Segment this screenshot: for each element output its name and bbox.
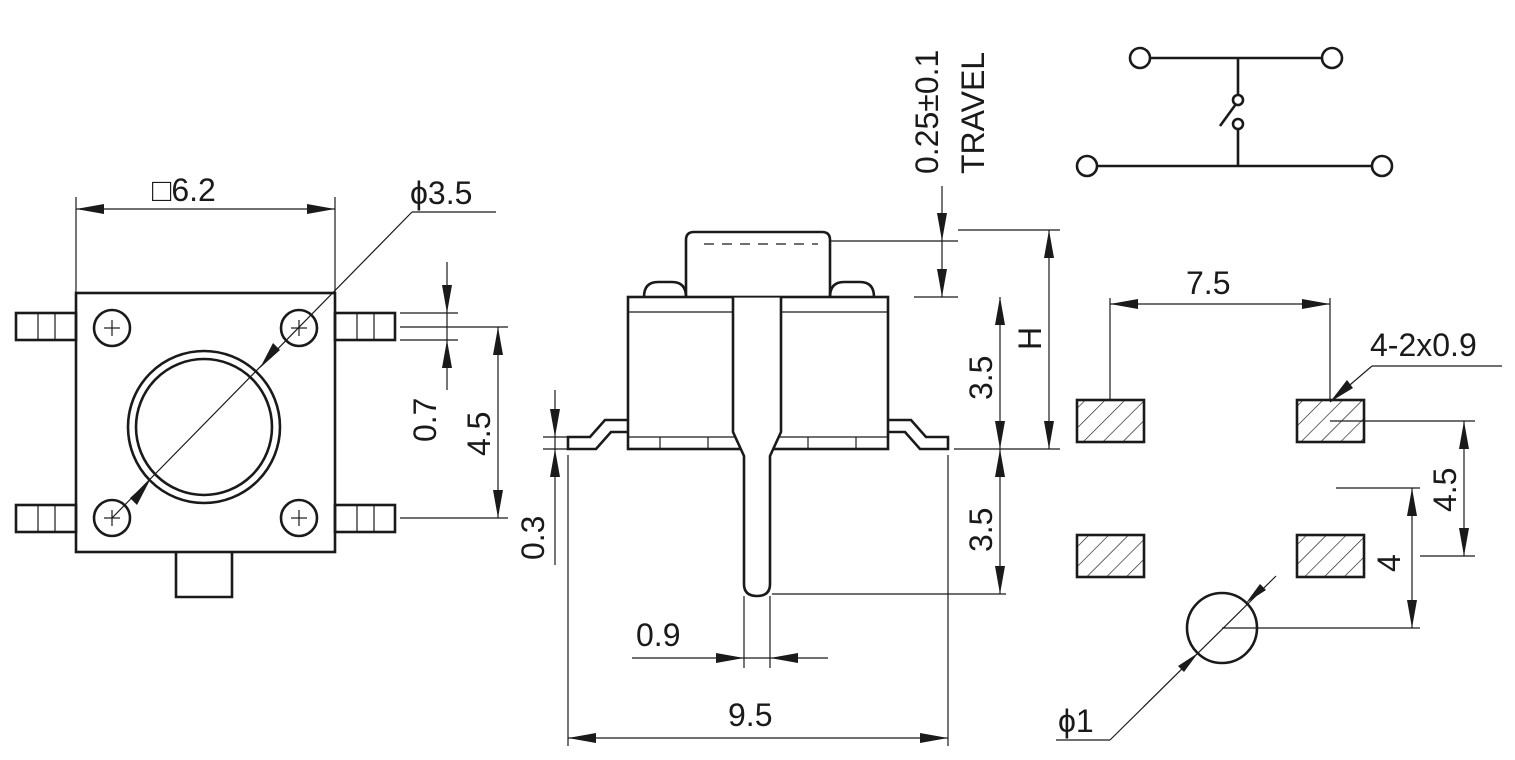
travel-word-label: TRAVEL xyxy=(955,52,991,174)
right-gullwing-lead xyxy=(888,418,950,451)
pad-pitch-label: 4.5 xyxy=(1427,468,1463,512)
pad-size-label: 4-2x0.9 xyxy=(1370,327,1477,363)
pad-top-left xyxy=(1075,398,1146,444)
hole-offset-label: 4 xyxy=(1371,554,1407,572)
plunger xyxy=(684,230,832,297)
bottom-tab xyxy=(174,552,234,599)
switch-schematic xyxy=(1075,46,1394,178)
side-leads xyxy=(14,311,397,534)
lead-width-label: 0.7 xyxy=(407,398,443,442)
body-height-label: 3.5 xyxy=(963,356,999,400)
actuator-button-inner xyxy=(134,357,274,497)
lead-thickness-label: 0.3 xyxy=(515,516,551,560)
pad-spacing-label: 7.5 xyxy=(1186,265,1230,301)
pin-length-label: 3.5 xyxy=(963,508,999,552)
height-var-label: H xyxy=(1012,327,1048,350)
button-diameter-label: ϕ3.5 xyxy=(410,175,472,211)
pcb-footprint: 7.5 4-2x0.9 4.5 4 ϕ1 xyxy=(1056,265,1502,741)
body-square-label: □6.2 xyxy=(152,172,216,208)
top-view: □6.2 ϕ3.5 0.7 4.5 xyxy=(14,172,508,599)
pin-width-label: 0.9 xyxy=(636,617,680,653)
travel-value-label: 0.25±0.1 xyxy=(909,50,945,174)
hole-diameter-label: ϕ1 xyxy=(1058,703,1094,739)
lead-pitch-label: 4.5 xyxy=(461,412,497,456)
switch-body-square xyxy=(74,291,337,554)
pad-bottom-left xyxy=(1075,533,1146,579)
side-view: 0.25±0.1 TRAVEL H 3.5 3.5 0.3 0.9 xyxy=(515,50,1060,746)
corner-screw-icons xyxy=(92,308,319,538)
pad-bottom-right xyxy=(1295,533,1366,579)
center-pin xyxy=(731,297,783,598)
overall-width-label: 9.5 xyxy=(728,697,772,733)
actuator-button-outer xyxy=(126,349,282,505)
left-gullwing-lead xyxy=(566,418,628,451)
